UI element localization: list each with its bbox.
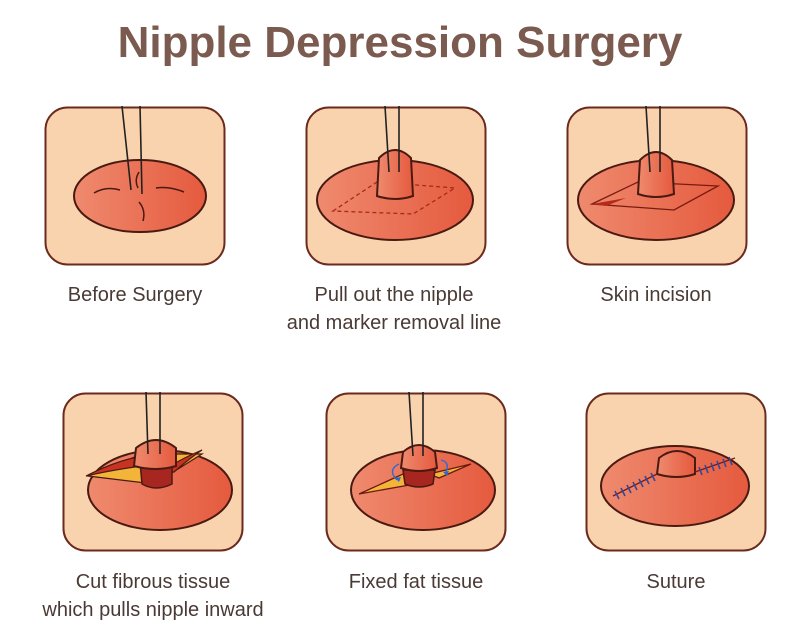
step-fixed-fat-tissue-illustration [325, 392, 507, 552]
caption-line: Suture [646, 571, 706, 593]
caption-line: Pull out the nipple [314, 284, 474, 306]
caption-before-surgery: Before Surgery [0, 281, 285, 309]
step-pull-out-nipple-illustration [305, 106, 487, 266]
step-cut-fibrous-tissue-illustration [62, 392, 244, 552]
caption-line: Fixed fat tissue [348, 571, 484, 593]
caption-pull-out-nipple: Pull out the nipple and marker removal l… [244, 281, 544, 337]
caption-fixed-fat-tissue: Fixed fat tissue [266, 568, 566, 596]
page-title: Nipple Depression Surgery [117, 18, 683, 67]
caption-cut-fibrous-tissue: Cut fibrous tissue which pulls nipple in… [3, 568, 303, 624]
caption-line: Before Surgery [67, 284, 203, 306]
caption-line: Cut fibrous tissue [75, 571, 231, 593]
step-before-surgery-illustration [44, 106, 226, 266]
caption-line: Skin incision [600, 284, 712, 306]
caption-line: and marker removal line [286, 312, 502, 334]
step-suture-illustration [585, 392, 767, 552]
step-skin-incision-illustration [566, 106, 748, 266]
caption-skin-incision: Skin incision [506, 281, 800, 309]
caption-suture: Suture [526, 568, 800, 596]
caption-line: which pulls nipple inward [42, 599, 264, 621]
